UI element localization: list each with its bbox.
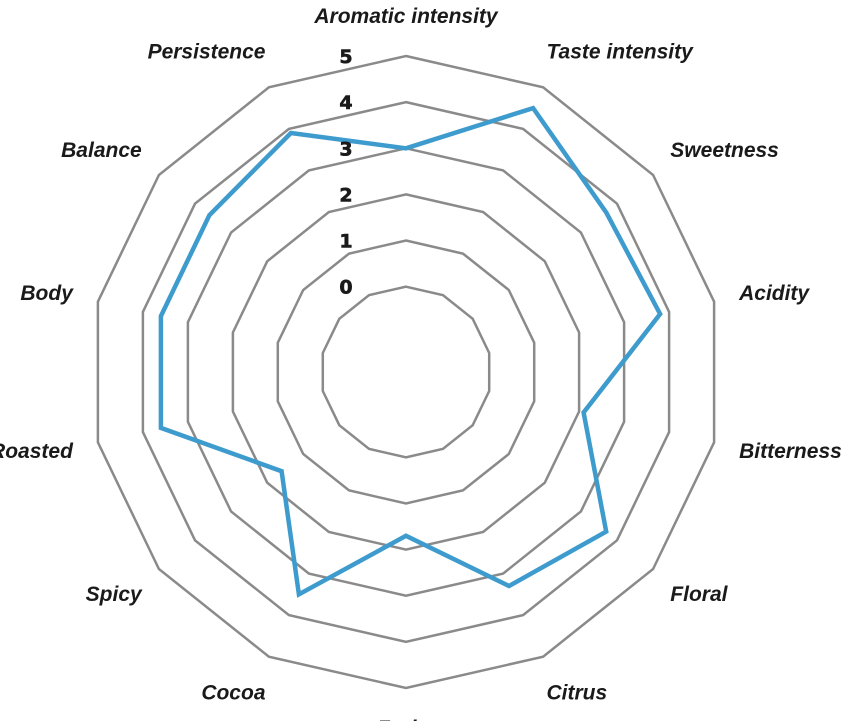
tick-label-3: 3 xyxy=(339,138,352,160)
grid-rings xyxy=(96,54,716,690)
grid-ring-3 xyxy=(186,147,626,597)
axis-label-acidity: Acidity xyxy=(738,282,810,305)
grid-ring-1 xyxy=(276,239,536,505)
axis-label-roasted: Roasted xyxy=(0,440,74,463)
series-line-0 xyxy=(158,105,663,598)
tick-labels: 0 1 2 3 4 5 xyxy=(339,46,353,299)
grid-ring-4 xyxy=(141,100,671,644)
tick-label-5: 5 xyxy=(339,46,352,68)
series-layer xyxy=(158,105,663,598)
axis-label-taste-intensity: Taste intensity xyxy=(547,40,695,63)
axis-label-aromatic-intensity: Aromatic intensity xyxy=(313,5,499,28)
axis-label-balance: Balance xyxy=(61,139,142,162)
tick-label-2: 2 xyxy=(339,184,352,206)
axis-label-persistence: Persistence xyxy=(148,40,266,63)
grid-ring-5 xyxy=(96,54,716,690)
axis-label-fruity: Fruity xyxy=(377,717,437,721)
axis-label-cocoa: Cocoa xyxy=(201,682,266,705)
axis-label-bitterness: Bitterness xyxy=(739,440,842,463)
axis-label-sweetness: Sweetness xyxy=(670,139,779,162)
tick-label-4: 4 xyxy=(339,92,352,114)
axis-label-body: Body xyxy=(20,282,74,305)
axis-label-floral: Floral xyxy=(670,583,728,606)
axis-label-spicy: Spicy xyxy=(86,583,143,606)
tick-label-0: 0 xyxy=(339,277,352,299)
axis-label-citrus: Citrus xyxy=(547,682,608,705)
tick-label-1: 1 xyxy=(339,231,352,253)
grid-ring-0 xyxy=(321,285,491,459)
grid-ring-2 xyxy=(231,193,581,551)
